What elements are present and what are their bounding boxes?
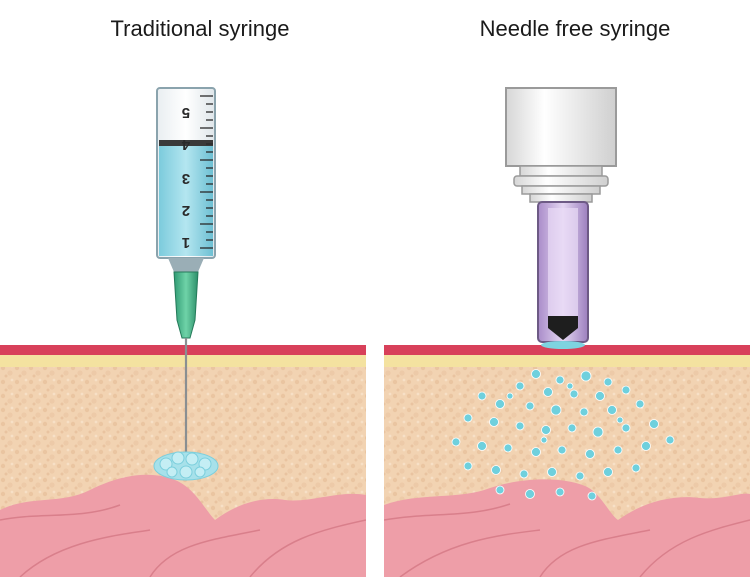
dispersed-droplets [451,369,675,501]
scale-label-3: 3 [182,170,190,187]
injector-body [505,87,617,167]
scale-label-5: 5 [182,104,190,121]
injector-collar-1 [519,165,603,177]
needle-free-syringe-title: Needle free syringe [479,16,671,41]
traditional-syringe-title: Traditional syringe [110,16,290,41]
syringe-scale-ticks [200,95,213,249]
injector-collar-4 [529,193,593,203]
injected-fluid-pool [153,451,219,481]
needle-hub [173,271,199,339]
syringe-tip [168,258,204,272]
nozzle-chamber [548,208,578,318]
scale-label-4: 4 [181,136,190,153]
left-skin-cross-section [0,345,366,577]
injector-collar-3 [521,185,601,195]
jet-contact [541,341,585,349]
syringe-plunger-stopper [159,140,213,146]
needle-free-syringe [505,87,617,349]
right-skin-cross-section [384,345,750,577]
syringe-liquid [159,145,213,256]
scale-label-2: 2 [182,202,190,219]
scale-label-1: 1 [182,234,190,251]
traditional-syringe: 1 2 3 4 5 [153,87,219,481]
injector-collar-2 [513,175,609,187]
nozzle-piston-tip [548,316,578,340]
